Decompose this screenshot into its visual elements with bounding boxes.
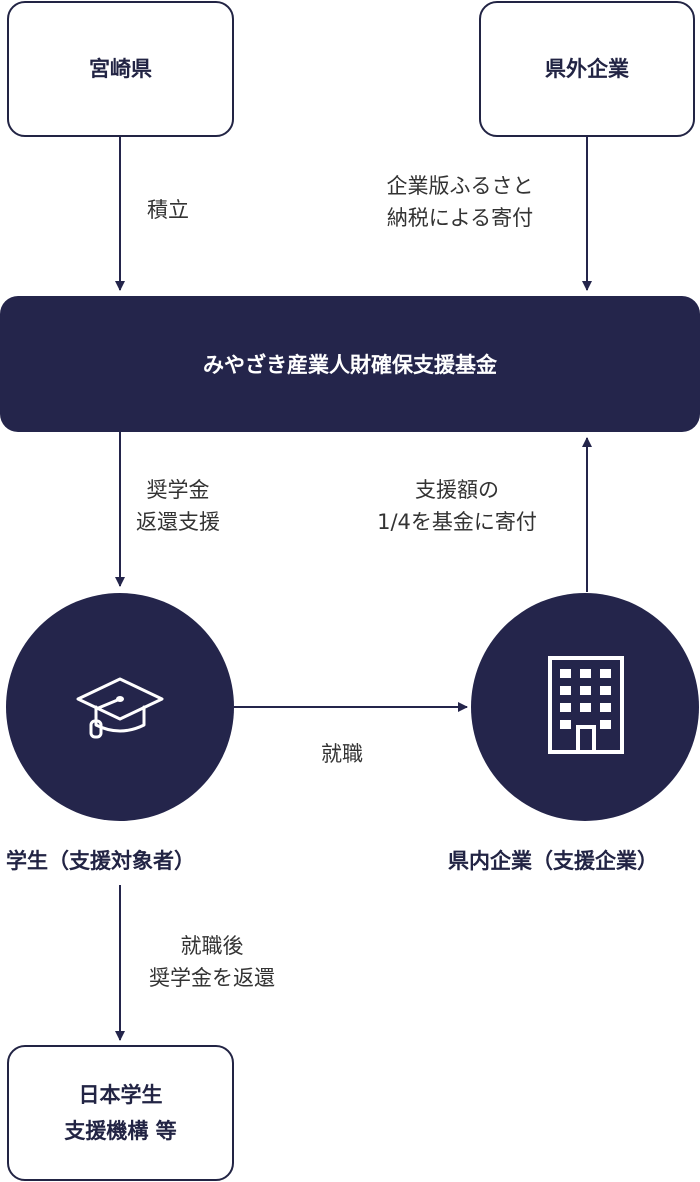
node-student-circle: [6, 593, 234, 821]
node-fund-label: みやざき産業人財確保支援基金: [203, 353, 497, 377]
node-student-label: 学生（支援対象者）: [6, 849, 195, 873]
node-local-company-label: 県内企業（支援企業）: [448, 849, 658, 873]
edge-label-employment-text: 就職: [321, 742, 363, 766]
edge-label-scholarship: 奨学金 返還支援: [118, 474, 238, 538]
node-jasso-line2: 支援機構 等: [64, 1119, 177, 1143]
node-outside-company: 県外企業: [479, 1, 695, 137]
node-student-caption: 学生（支援対象者）: [6, 845, 234, 875]
node-jasso-line1: 日本学生: [78, 1083, 163, 1107]
node-miyazaki: 宮崎県: [7, 1, 234, 137]
node-miyazaki-label: 宮崎県: [89, 57, 152, 81]
edge-label-repay-line1: 就職後: [180, 934, 244, 958]
edge-label-donation: 企業版ふるさと 納税による寄付: [360, 170, 560, 234]
node-jasso: 日本学生 支援機構 等: [7, 1045, 234, 1181]
edge-label-accumulate-text: 積立: [147, 198, 189, 222]
edge-label-contribution: 支援額の 1/4を基金に寄付: [352, 474, 562, 538]
node-fund: みやざき産業人財確保支援基金: [0, 296, 700, 432]
edge-label-accumulate: 積立: [120, 194, 216, 226]
edge-label-repay: 就職後 奨学金を返還: [132, 930, 292, 994]
graduation-cap-icon: [76, 677, 164, 739]
office-building-icon: [548, 656, 624, 754]
edge-label-donation-line2: 納税による寄付: [386, 206, 534, 230]
edge-label-repay-line2: 奨学金を返還: [149, 966, 275, 990]
node-local-company-caption: 県内企業（支援企業）: [448, 845, 700, 875]
edge-label-scholarship-line1: 奨学金: [146, 478, 210, 502]
edge-label-contribution-line1: 支援額の: [415, 478, 499, 502]
edge-label-donation-line1: 企業版ふるさと: [386, 174, 534, 198]
node-local-company-circle: [471, 593, 699, 821]
edge-label-contribution-line2: 1/4を基金に寄付: [377, 510, 537, 534]
edge-label-scholarship-line2: 返還支援: [136, 510, 220, 534]
node-outside-company-label: 県外企業: [545, 57, 629, 81]
edge-label-employment: 就職: [302, 738, 382, 770]
